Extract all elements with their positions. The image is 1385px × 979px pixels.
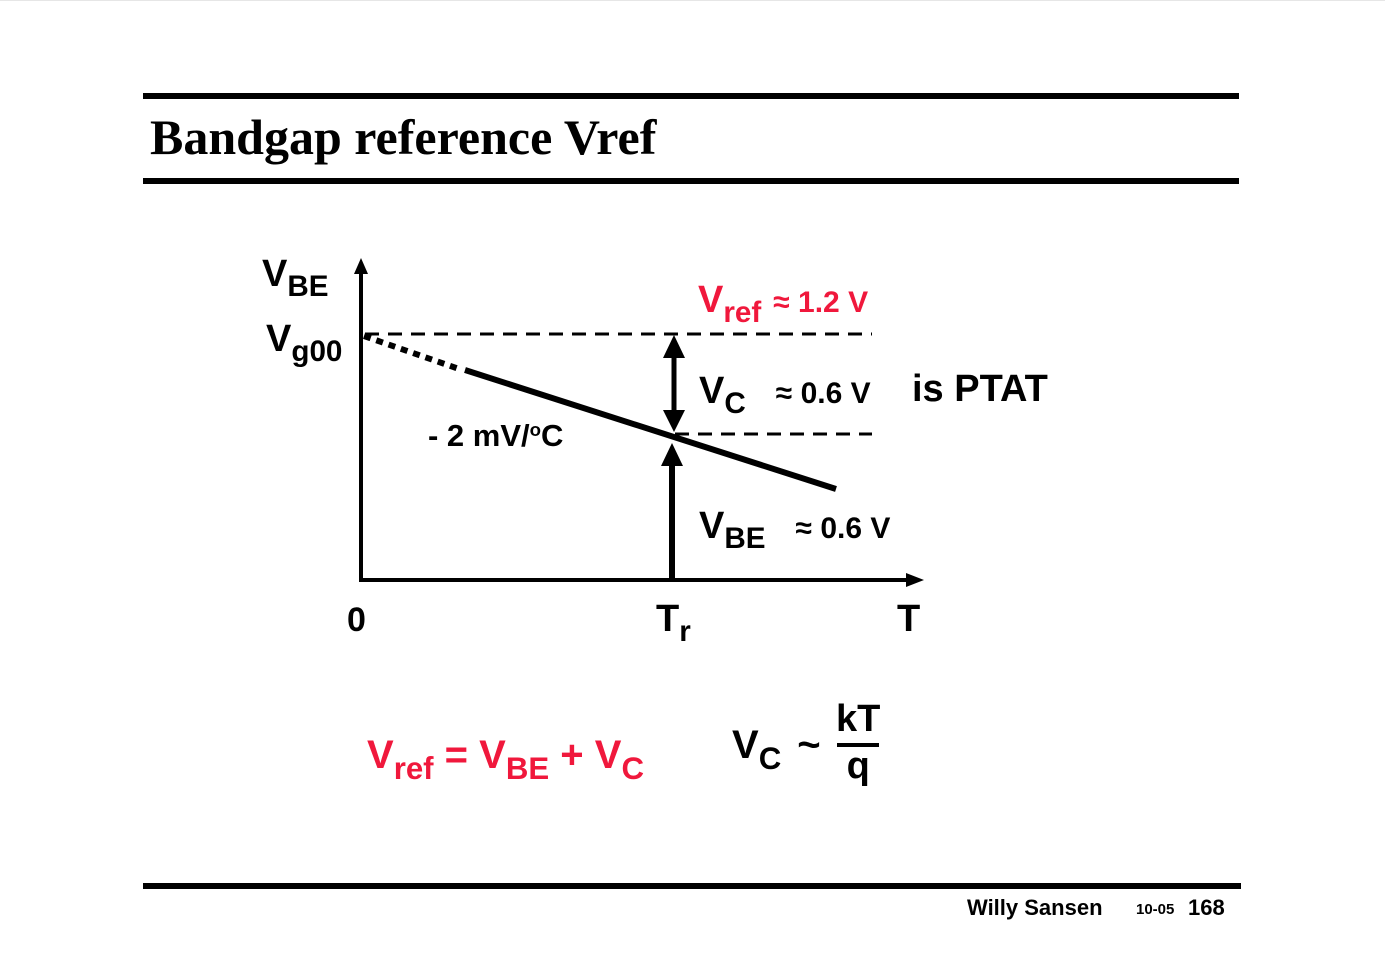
vc-label: VC≈ 0.6 V bbox=[699, 370, 871, 421]
x-axis-arrowhead-icon bbox=[906, 573, 924, 587]
title-bottom-rule bbox=[143, 178, 1239, 184]
slope-label: - 2 mV/oC bbox=[428, 418, 564, 453]
origin-label: 0 bbox=[347, 601, 366, 639]
tr-label: Tr bbox=[656, 598, 691, 649]
vc-proportionality: VC~ bbox=[732, 723, 821, 776]
footer-rule bbox=[143, 883, 1241, 889]
vref-label: Vref≈ 1.2 V bbox=[698, 279, 869, 330]
vc-arrow-down-icon bbox=[663, 410, 685, 432]
y-axis-label: VBE bbox=[262, 253, 329, 304]
footer-page-number: 168 bbox=[1188, 895, 1225, 920]
y-axis-arrowhead-icon bbox=[354, 258, 368, 274]
page-top-border bbox=[0, 0, 1385, 1]
vg00-label: Vg00 bbox=[266, 318, 343, 369]
vbe-line bbox=[464, 367, 837, 492]
fraction-denominator: q bbox=[846, 745, 870, 787]
fraction-bar bbox=[837, 743, 880, 747]
x-axis-label: T bbox=[897, 598, 921, 640]
slide-title: Bandgap reference Vref bbox=[150, 109, 657, 165]
vc-arrow-up-icon bbox=[663, 335, 685, 358]
footer-date-code: 10-05 bbox=[1136, 901, 1175, 918]
vbe-arrow-up-icon bbox=[661, 443, 683, 466]
vref-equation: Vref = VBE + VC bbox=[367, 733, 644, 786]
footer-author: Willy Sansen bbox=[967, 895, 1103, 920]
title-top-rule bbox=[143, 93, 1239, 99]
ptat-note: is PTAT bbox=[912, 368, 1048, 410]
vbe-value-label: VBE≈ 0.6 V bbox=[699, 505, 891, 556]
kt-over-q-fraction: kT q bbox=[836, 698, 880, 788]
fraction-numerator: kT bbox=[836, 698, 881, 740]
vbe-extrapolation-dotted bbox=[363, 333, 463, 373]
